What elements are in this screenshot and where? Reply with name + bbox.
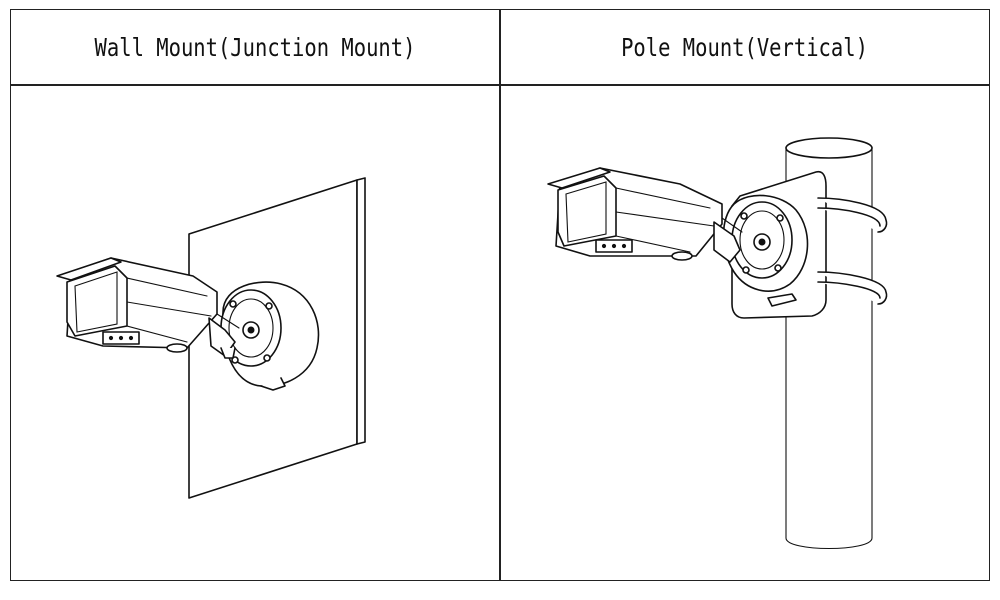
- wall-mount-illustration: [56, 177, 366, 499]
- pole-mount-title: Pole Mount(Vertical): [621, 32, 868, 62]
- bullet-camera: [56, 257, 240, 359]
- bullet-camera: [547, 167, 743, 263]
- pole-mount-illustration: [547, 137, 888, 549]
- mount-options-table: Wall Mount(Junction Mount) Pole Mount(Ve…: [10, 9, 990, 581]
- header-divider: [11, 84, 989, 86]
- column-divider: [499, 10, 501, 580]
- junction-box: [220, 281, 320, 391]
- junction-box: [722, 194, 809, 292]
- wall-mount-title: Wall Mount(Junction Mount): [94, 32, 416, 62]
